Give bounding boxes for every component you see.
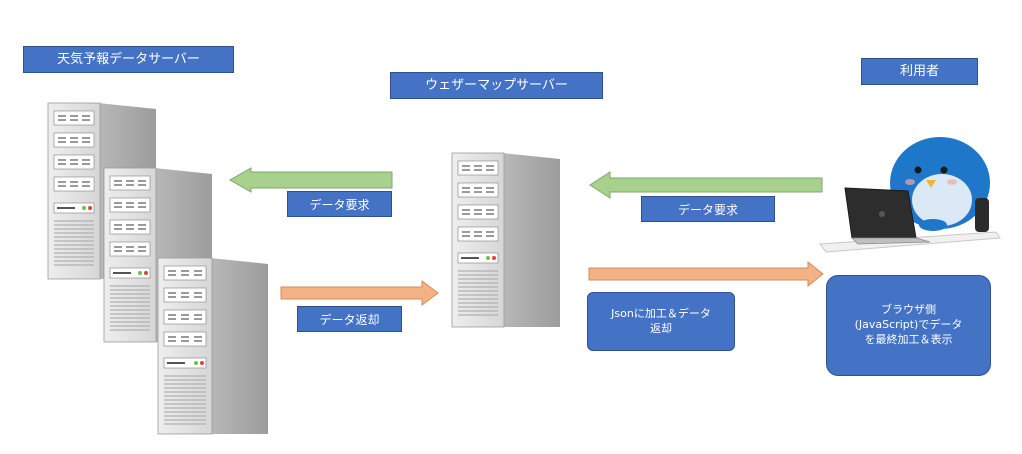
request-arrow-left	[228, 167, 393, 193]
return-arrow-left	[280, 280, 439, 306]
browser-note-line1: ブラウザ側	[881, 303, 936, 317]
request-label-left: データ要求	[287, 191, 392, 217]
map-server-tower	[451, 152, 560, 328]
browser-note-line3: を最終加工＆表示	[864, 332, 953, 346]
browser-side-note: ブラウザ側 (JavaScript)でデータ を最終加工＆表示	[826, 275, 991, 376]
json-process-note: Jsonに加工＆データ 返却	[587, 292, 735, 351]
browser-note-line2: (JavaScript)でデータ	[854, 318, 963, 332]
json-process-line2: 返却	[650, 321, 672, 335]
user-title: 利用者	[861, 58, 978, 85]
user-mascot-illustration	[819, 137, 1001, 253]
request-arrow-right	[589, 171, 823, 199]
server-tower-3	[157, 257, 268, 435]
json-process-line1: Jsonに加工＆データ	[611, 306, 711, 320]
request-label-right: データ要求	[641, 196, 775, 222]
server-tower-2	[103, 167, 212, 343]
weather-data-server-title: 天気予報データサーバー	[23, 46, 234, 73]
return-arrow-right	[588, 260, 824, 288]
return-label-left: データ返却	[297, 306, 402, 332]
weather-map-server-title: ウェザーマップサーバー	[390, 72, 603, 99]
